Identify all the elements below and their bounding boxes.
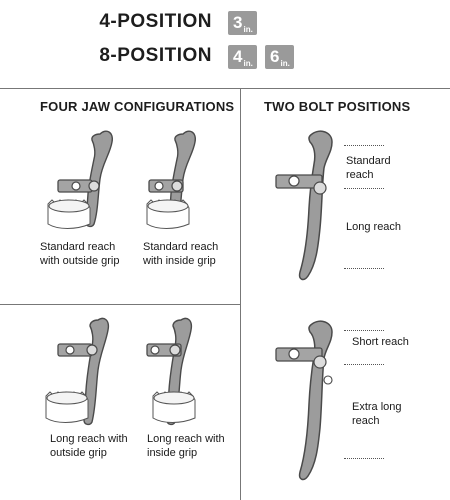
caption-long-inside: Long reach with inside grip <box>147 433 225 459</box>
caption-standard-inside: Standard reach with inside grip <box>143 241 219 267</box>
left-middle-divider <box>0 304 240 305</box>
badge-number: 4 <box>233 47 243 66</box>
label-short-reach: Short reach <box>352 336 409 348</box>
jaw-extra-long-bolt-icon <box>275 320 333 481</box>
long-bottom-dots <box>344 268 384 269</box>
jaw-standard-inside-icon <box>146 130 197 229</box>
standard-bottom-dots <box>344 188 384 189</box>
badge-unit: in. <box>280 59 290 68</box>
badge-unit: in. <box>243 59 253 68</box>
badge-unit: in. <box>243 25 253 34</box>
vertical-divider <box>240 88 241 500</box>
badge-number: 6 <box>270 47 280 66</box>
jaw-long-outside-icon <box>45 317 110 426</box>
extra-long-bottom-dots <box>344 458 384 459</box>
four-position-label: 4-POSITION <box>99 11 212 32</box>
size-badge-3in: 3in. <box>228 11 257 35</box>
standard-top-dots <box>344 145 384 146</box>
jaw-standard-bolt-icon <box>275 130 333 281</box>
jaw-configurations-title: FOUR JAW CONFIGURATIONS <box>40 99 235 114</box>
badge-number: 3 <box>233 13 243 32</box>
jaw-standard-outside-icon <box>47 130 114 229</box>
caption-long-outside: Long reach with outside grip <box>50 433 128 459</box>
top-divider <box>0 88 450 89</box>
bolt-positions-title: TWO BOLT POSITIONS <box>264 99 411 114</box>
label-long-reach: Long reach <box>346 221 402 233</box>
jaw-long-inside-icon <box>146 317 196 426</box>
short-top-dots <box>344 330 384 331</box>
label-standard-reach: Standard reach <box>346 155 391 181</box>
size-badge-4in: 4in. <box>228 45 257 69</box>
size-badge-6in: 6in. <box>265 45 294 69</box>
label-extra-long-reach: Extra long reach <box>352 401 402 427</box>
short-bottom-dots <box>344 364 384 365</box>
eight-position-label: 8-POSITION <box>99 45 212 66</box>
caption-standard-outside: Standard reach with outside grip <box>40 241 120 267</box>
